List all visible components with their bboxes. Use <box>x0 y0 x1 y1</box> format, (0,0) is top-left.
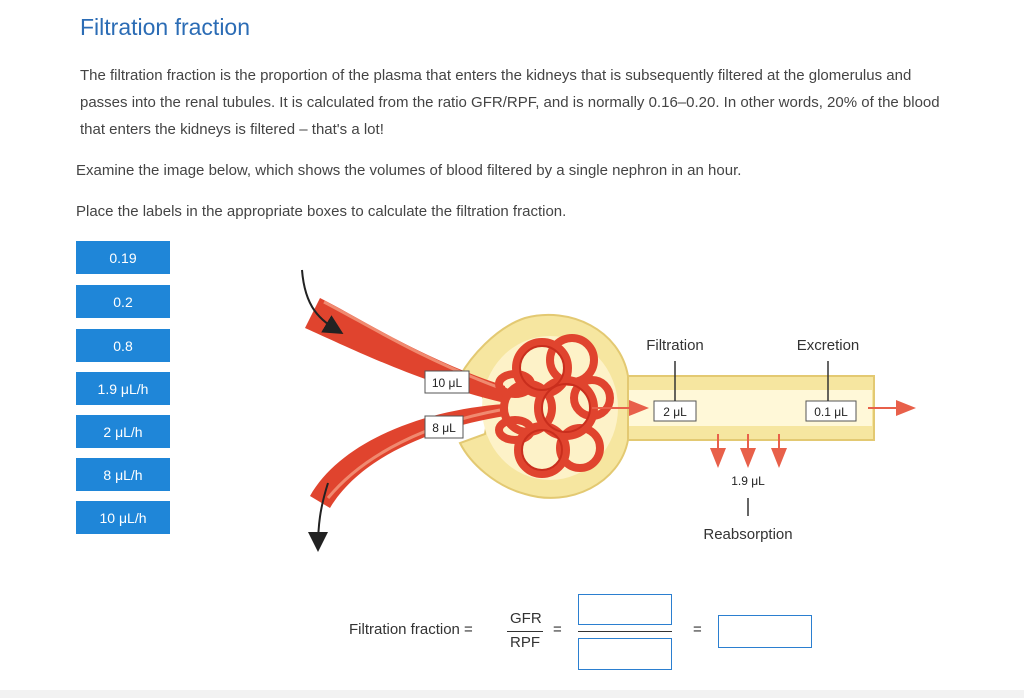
denominator-drop-box[interactable] <box>578 638 672 670</box>
filtration-label: Filtration <box>646 337 704 354</box>
label-chip-0-2[interactable]: 0.2 <box>76 285 170 318</box>
filtrate-volume-tag: 2 μL <box>653 400 697 422</box>
nephron-diagram: 10 μL 8 μL 2 μL 0.1 μL Filtration Excret… <box>301 269 916 552</box>
instruction-examine: Examine the image below, which shows the… <box>76 162 742 179</box>
formula-rpf: RPF <box>510 634 540 651</box>
formula-gfr: GFR <box>510 610 542 627</box>
blood-in-arrow <box>301 269 344 335</box>
afferent-volume-text: 10 μL <box>432 376 463 390</box>
formula-area: Filtration fraction = GFR RPF = = <box>345 590 825 680</box>
label-chip-2-ul-h[interactable]: 2 μL/h <box>76 415 170 448</box>
blood-out-arrow <box>308 482 329 552</box>
excretion-label: Excretion <box>797 337 860 354</box>
filtrate-volume-text: 2 μL <box>663 405 687 419</box>
reabsorption-label: Reabsorption <box>703 526 792 543</box>
label-chip-0-19[interactable]: 0.19 <box>76 241 170 274</box>
reabsorbed-volume-text: 1.9 μL <box>731 474 765 488</box>
afferent-arteriole <box>305 298 505 403</box>
efferent-volume-text: 8 μL <box>432 421 456 435</box>
label-chip-0-8[interactable]: 0.8 <box>76 329 170 362</box>
value-fraction-line <box>578 631 672 632</box>
label-chip-8-ul-h[interactable]: 8 μL/h <box>76 458 170 491</box>
formula-lhs: Filtration fraction = <box>349 621 473 638</box>
page-title: Filtration fraction <box>80 14 251 40</box>
formula-equals-2: = <box>693 621 702 638</box>
urine-volume-text: 0.1 μL <box>814 405 848 419</box>
label-chip-10-ul-h[interactable]: 10 μL/h <box>76 501 170 534</box>
formula-equals-1: = <box>553 621 562 638</box>
formula-fraction-line <box>507 631 543 632</box>
instruction-place-labels: Place the labels in the appropriate boxe… <box>76 203 567 220</box>
efferent-arteriole <box>310 404 505 508</box>
label-chip-1-9-ul-h[interactable]: 1.9 μL/h <box>76 372 170 405</box>
efferent-volume-tag: 8 μL <box>424 415 464 439</box>
urine-volume-tag: 0.1 μL <box>805 400 857 422</box>
result-drop-box[interactable] <box>718 615 812 648</box>
intro-paragraph: The filtration fraction is the proportio… <box>80 67 940 138</box>
bottom-bar <box>0 690 1024 698</box>
numerator-drop-box[interactable] <box>578 594 672 625</box>
afferent-volume-tag: 10 μL <box>424 370 470 394</box>
